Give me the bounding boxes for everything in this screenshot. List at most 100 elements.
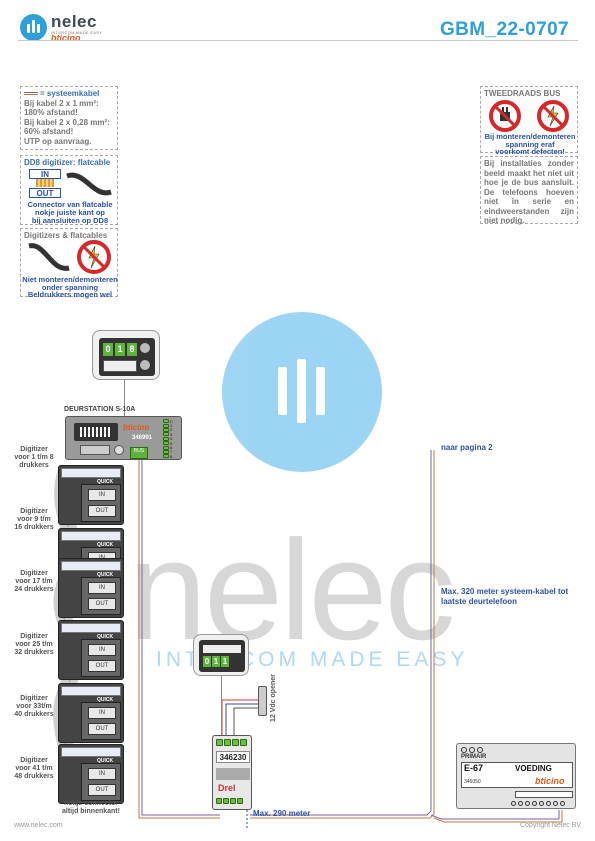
cable-legend-icon (24, 92, 38, 96)
psu-code: 346050 (464, 779, 481, 785)
zoom-pointer (221, 676, 222, 735)
digitizer-out: OUT (88, 660, 116, 672)
no-power-warning-icon (77, 240, 111, 274)
digitizer-brand: QUICK (97, 697, 114, 703)
note-bus-title: TWEEDRAADS BUS (484, 89, 561, 98)
relay-module: 346230 Drel (212, 735, 252, 810)
digitizer-brand: QUICK (97, 572, 114, 578)
digitizer-brand: QUICK (97, 479, 114, 485)
note-bus-line: voorkomt defecten! (495, 147, 565, 156)
digitizer-in: IN (88, 707, 116, 719)
terminal-label: 2 (170, 427, 173, 433)
psu-brand: bticino (535, 776, 565, 786)
door-station-zoom: 0 1 8 (92, 330, 160, 380)
door-station-label: DEURSTATION S-10A (64, 406, 136, 413)
note-flatcable: DD8 digitizer: flatcable IN OUT Connecto… (20, 155, 118, 225)
note-bus-line: Bij monteren/demonteren (484, 132, 576, 141)
note-installation: Bij installaties zonder beeld maakt het … (480, 156, 578, 225)
brand-partner: bticino (51, 33, 81, 43)
door-opener-icon (258, 686, 267, 716)
note-flatcable-title: DD8 digitizer: flatcable (24, 158, 111, 167)
footer-copyright: Copyright Nelec BV (520, 822, 582, 829)
connector-icon (80, 427, 112, 437)
watermark-brand: nelec (128, 511, 455, 670)
bus-terminal: BUS (130, 447, 148, 459)
relay-code: 346230 (216, 751, 250, 763)
note-system-cable: = systeemkabel Bij kabel 2 x 1 mm²: 180%… (20, 86, 118, 150)
nelec-logo-icon (20, 14, 47, 41)
digitizer-label: Digitizer voor 33t/m 40 drukkers (14, 695, 54, 718)
digitizer-module: IN OUT QUICK (58, 683, 124, 743)
dip-switch-icon (103, 360, 137, 372)
digitizer-in: IN (88, 489, 116, 501)
dip-switch-icon (80, 445, 110, 455)
digitizer-brand: QUICK (97, 758, 114, 764)
watermark-logo-icon (222, 312, 382, 472)
psu-title: VOEDING (515, 764, 552, 773)
display-digit: 1 (221, 656, 229, 667)
terminal-label: C (170, 418, 173, 424)
digitizer-in: IN (88, 768, 116, 780)
note-flatcable-line: bij aansluiten op DD8 (31, 216, 109, 225)
door-station-code: 346991 (132, 435, 153, 441)
display-digit: 0 (203, 656, 211, 667)
note-digitizers-line: Beldrukkers mogen wel (27, 290, 113, 299)
connector-note: nokje connector altijd binnenkant! (56, 800, 126, 816)
flatcable-icon (28, 243, 70, 271)
zoom-pointer (124, 380, 125, 418)
in-connector-label: IN (29, 169, 61, 179)
flatcable-connector-icon (36, 179, 54, 187)
connector-note-line: altijd binnenkant! (62, 808, 120, 815)
digitizer-label: Digitizer voor 25 t/m 32 drukkers (14, 633, 54, 656)
digitizer-out: OUT (88, 723, 116, 735)
dip-switch-icon (203, 645, 241, 653)
psu-primary-label: PRIMAIR (461, 754, 487, 760)
relay-label: Drel (218, 783, 236, 793)
connector-note-line: nokje connector (63, 800, 119, 807)
terminal-label: 8 (170, 453, 173, 459)
digitizer-in: IN (88, 644, 116, 656)
system-cable-left (138, 458, 220, 819)
display-digit: 1 (115, 343, 125, 356)
flatcable-icon (66, 172, 112, 196)
opener-label: 12 Vdc opener (270, 674, 277, 722)
note-cable-line: Bij kabel 2 x 1 mm²: (24, 98, 99, 108)
door-station-module: bticino 346991 BUS C 1 2 3 4 5 6 7 8 (65, 416, 182, 460)
terminal-label: 4 (170, 436, 173, 442)
terminal-label: 1 (170, 423, 173, 429)
digitizer-out: OUT (88, 598, 116, 610)
no-plug-icon (489, 100, 521, 132)
display-digit: 1 (212, 656, 220, 667)
note-cable-title: = systeemkabel (40, 89, 100, 98)
out-connector-label: OUT (29, 188, 61, 198)
display-digit: 0 (103, 343, 113, 356)
opener-wires (221, 699, 258, 735)
digitizer-out: OUT (88, 505, 116, 517)
max-290-label: Max. 290 meter (253, 809, 311, 818)
terminal-label: 6 (170, 445, 173, 451)
digitizer-module: IN OUT QUICK (58, 620, 124, 680)
header-divider (18, 40, 578, 41)
note-digitizers-title: Digitizers & flatcables (24, 231, 108, 240)
digitizer-brand: QUICK (97, 634, 114, 640)
note-cable-line: 180% afstand! (24, 108, 78, 117)
next-page-label: naar pagina 2 (441, 443, 493, 452)
note-two-wire-bus: TWEEDRAADS BUS Bij monteren/demonteren s… (480, 86, 578, 156)
digitizer-label: Digitizer voor 1 t/m 8 drukkers (14, 446, 54, 469)
terminal-block: C 1 2 3 4 5 6 7 8 (163, 419, 181, 459)
digitizer-in: IN (88, 582, 116, 594)
note-digitizers: Digitizers & flatcables Niet monteren/de… (20, 228, 118, 299)
psu-model: E-67 (464, 763, 484, 773)
terminal-label: 3 (170, 431, 173, 437)
rotary-switch-icon (139, 359, 151, 371)
note-cable-line: 60% afstand! (24, 127, 74, 136)
digitizer-label: Digitizer voor 9 t/m 16 drukkers (14, 508, 54, 531)
max-system-cable-label: Max. 320 meter systeem-kabel tot laatste… (441, 587, 569, 606)
system-cable-bottom (250, 450, 563, 823)
note-flatcable-line: nokje juiste kant op (34, 208, 105, 217)
digitizer-module: IN OUT QUICK (58, 558, 124, 618)
terminal-label: 5 (170, 440, 173, 446)
footer-url: www.nelec.com (14, 822, 63, 829)
digitizer-label: Digitizer voor 17 t/m 24 drukkers (14, 570, 54, 593)
